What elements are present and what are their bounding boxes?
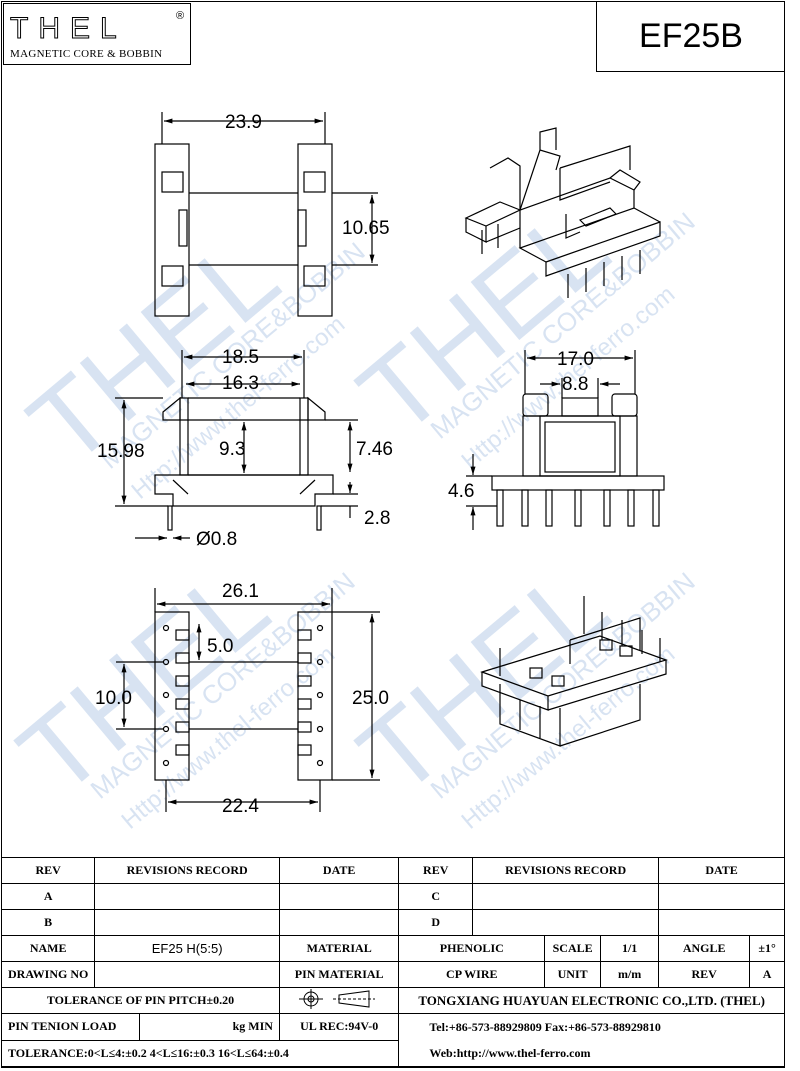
dim-top-gap: 10.65 <box>342 218 390 239</box>
kg-min: kg MIN <box>139 1013 280 1041</box>
material-label: MATERIAL <box>278 935 400 962</box>
pin-material-value: CP WIRE <box>398 961 546 988</box>
dim-bottom-inner: 22.4 <box>222 796 259 817</box>
name-value: EF25 H(5:5) <box>94 935 280 962</box>
side-view <box>466 350 665 530</box>
rev-a: A <box>0 883 96 910</box>
dim-side-width: 17.0 <box>557 349 594 370</box>
dim-bottom-width: 26.1 <box>222 581 259 602</box>
rev-c: C <box>398 883 474 910</box>
front-view <box>115 350 358 541</box>
dimension-labels: 23.9 10.65 18.5 16.3 15.98 9.3 7.46 2.8 … <box>95 112 594 817</box>
rev-b-date <box>278 909 400 936</box>
rev-c-date <box>658 883 785 910</box>
name-label: NAME <box>0 935 96 962</box>
revisions-record-left: REVISIONS RECORD <box>94 857 280 884</box>
tolerance-pin-pitch: TOLERANCE OF PIN PITCH±0.20 <box>1 987 280 1014</box>
rev-d: D <box>398 909 474 936</box>
rev-label: REV <box>658 961 751 988</box>
dim-side-inner: 8.8 <box>562 374 588 395</box>
isometric-view-top <box>464 127 661 298</box>
rev-value: A <box>749 961 785 988</box>
model-number: EF25B <box>596 1 785 72</box>
rev-c-record <box>472 883 660 910</box>
rev-a-record <box>94 883 280 910</box>
pin-tension-label: PIN TENION LOAD <box>0 1013 141 1041</box>
rev-a-date <box>278 883 400 910</box>
dim-front-width: 18.5 <box>222 347 259 368</box>
revisions-record-right: REVISIONS RECORD <box>472 857 660 884</box>
date-header-left: DATE <box>278 857 400 884</box>
dim-bottom-pitch: 5.0 <box>207 636 233 657</box>
dim-side-pin: 4.6 <box>448 481 474 502</box>
pin-material-label: PIN MATERIAL <box>278 961 400 988</box>
technical-drawing: THEL MAGNETIC CORE&BOBBIN Http://www.the… <box>0 112 701 835</box>
projection-symbol <box>278 987 400 1014</box>
logo-registered-mark: ® <box>176 10 185 22</box>
dim-front-upper: 7.46 <box>356 439 393 460</box>
tel-fax: Tel:+86-573-88929809 Fax:+86-573-8892981… <box>429 1020 661 1034</box>
date-header-right: DATE <box>658 857 785 884</box>
scale-value: 1/1 <box>600 935 660 962</box>
company-logo: THEL ® MAGNETIC CORE & BOBBIN <box>3 3 191 65</box>
rev-header-right: REV <box>398 857 474 884</box>
bottom-view <box>116 588 380 812</box>
dim-front-height: 15.98 <box>97 441 145 462</box>
drawing-no-value <box>94 961 280 988</box>
dim-top-width: 23.9 <box>225 112 262 133</box>
dim-front-pin-dia: Ø0.8 <box>196 529 237 550</box>
angle-label: ANGLE <box>658 935 751 962</box>
dim-front-pin: 2.8 <box>364 508 390 529</box>
general-tolerance: TOLERANCE:0<L≤4:±0.2 4<L≤16:±0.3 16<L≤64… <box>0 1039 400 1067</box>
rev-d-record <box>472 909 660 936</box>
angle-value: ±1° <box>749 935 785 962</box>
dim-bottom-span: 10.0 <box>95 688 132 709</box>
third-angle-projection-icon <box>299 988 376 1009</box>
dim-front-inner: 16.3 <box>222 373 259 394</box>
contact-info: Tel:+86-573-88929809 Fax:+86-573-8892981… <box>398 1013 785 1067</box>
ul-rec: UL REC:94V-0 <box>278 1013 400 1041</box>
website: Web:http://www.thel-ferro.com <box>429 1046 591 1060</box>
unit-value: m/m <box>600 961 660 988</box>
rev-b-record <box>94 909 280 936</box>
scale-label: SCALE <box>544 935 602 962</box>
rev-header-left: REV <box>0 857 96 884</box>
dim-bottom-height: 25.0 <box>352 688 389 709</box>
material-value: PHENOLIC <box>398 935 546 962</box>
drawing-frame <box>1 1 785 1068</box>
dim-front-window: 9.3 <box>219 439 245 460</box>
rev-d-date <box>658 909 785 936</box>
company-name: TONGXIANG HUAYUAN ELECTRONIC CO.,LTD. (T… <box>398 987 785 1014</box>
logo-subtitle: MAGNETIC CORE & BOBBIN <box>10 48 163 60</box>
title-block: REV REVISIONS RECORD DATE REV REVISIONS … <box>0 857 785 1067</box>
rev-b: B <box>0 909 96 936</box>
logo-wordmark: THEL <box>10 12 127 46</box>
top-view <box>154 112 378 317</box>
unit-label: UNIT <box>544 961 602 988</box>
drawing-no-label: DRAWING NO <box>0 961 96 988</box>
isometric-view-bottom <box>480 596 668 747</box>
